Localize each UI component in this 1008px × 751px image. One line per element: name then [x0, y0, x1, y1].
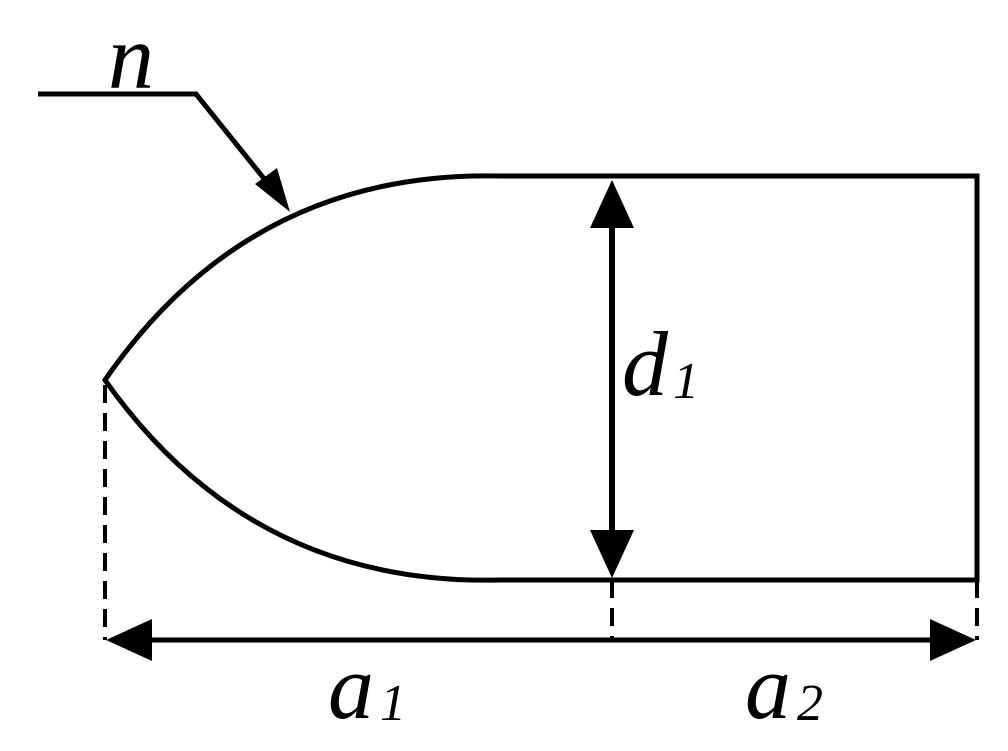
label-a2-subscript: 2 [797, 675, 823, 732]
label-a1-subscript: 1 [380, 675, 406, 732]
leader-line-n [38, 91, 280, 198]
label-d: d [622, 313, 669, 415]
dimension-arrow-a-right [930, 619, 976, 661]
leader-arrowhead [255, 168, 290, 212]
ogive-nose-outline [101, 173, 980, 583]
label-d-subscript: 1 [673, 353, 699, 410]
dimension-arrow-d1-top [590, 180, 634, 228]
label-a1: a [328, 636, 374, 738]
label-n: n [108, 6, 154, 108]
dimension-arrow-d1-bottom [590, 530, 634, 578]
label-a2: a [745, 636, 791, 738]
dimension-arrow-a-left [106, 619, 152, 661]
